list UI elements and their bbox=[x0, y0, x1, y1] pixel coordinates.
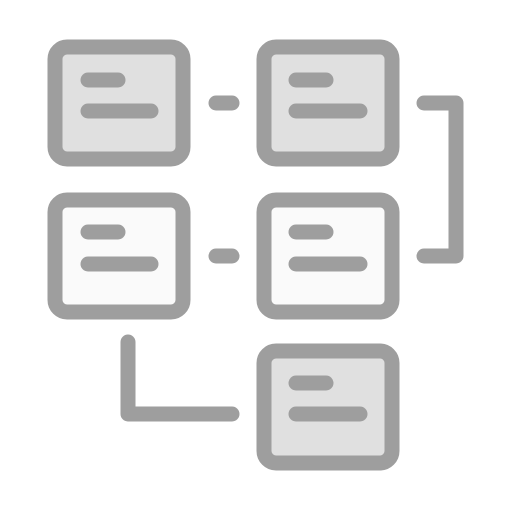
node-box bbox=[47, 192, 191, 320]
node-box bbox=[256, 192, 400, 320]
connectors bbox=[120, 95, 464, 422]
connector-3-5 bbox=[120, 334, 240, 422]
node-5 bbox=[256, 343, 400, 471]
node-box bbox=[256, 39, 400, 167]
node-box bbox=[47, 39, 191, 167]
node-3 bbox=[47, 192, 191, 320]
node-4 bbox=[256, 192, 400, 320]
connector-2-4 bbox=[416, 95, 464, 264]
node-1 bbox=[47, 39, 191, 167]
node-2 bbox=[256, 39, 400, 167]
